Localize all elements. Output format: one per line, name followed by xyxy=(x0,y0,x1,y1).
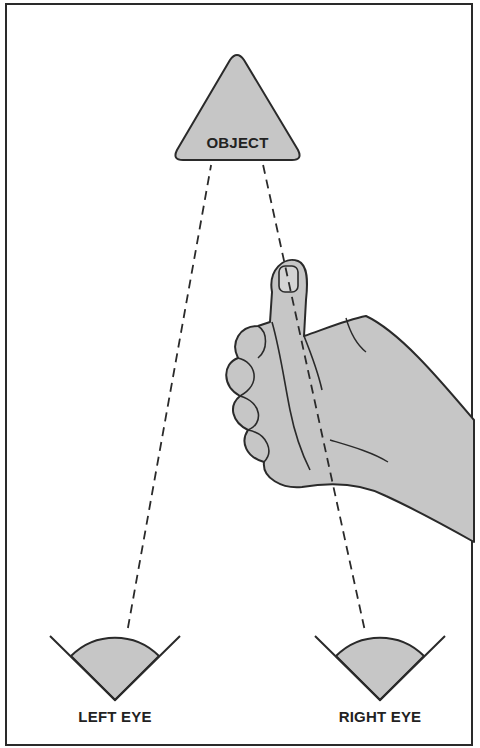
finger-line xyxy=(258,326,266,358)
eye-symbol: LEFT EYE xyxy=(45,628,185,733)
hand-shape xyxy=(226,260,474,542)
object-triangle: OBJECT xyxy=(170,50,305,165)
thumbnail xyxy=(279,266,298,292)
node-label: LEFT EYE xyxy=(45,708,185,725)
node-label: RIGHT EYE xyxy=(310,708,450,725)
thumb-line xyxy=(304,336,322,390)
eye-lines xyxy=(50,636,180,700)
finger-line xyxy=(240,396,258,430)
knuckle-line xyxy=(346,318,366,352)
thumb-line xyxy=(272,322,310,470)
finger-line xyxy=(248,430,269,462)
sight-line xyxy=(128,165,211,628)
finger-line xyxy=(238,358,254,396)
node-label: OBJECT xyxy=(170,134,305,151)
eye-lines xyxy=(315,636,445,700)
sight-line xyxy=(263,165,364,628)
knuckle-line xyxy=(330,440,388,462)
eye-symbol: RIGHT EYE xyxy=(310,628,450,733)
